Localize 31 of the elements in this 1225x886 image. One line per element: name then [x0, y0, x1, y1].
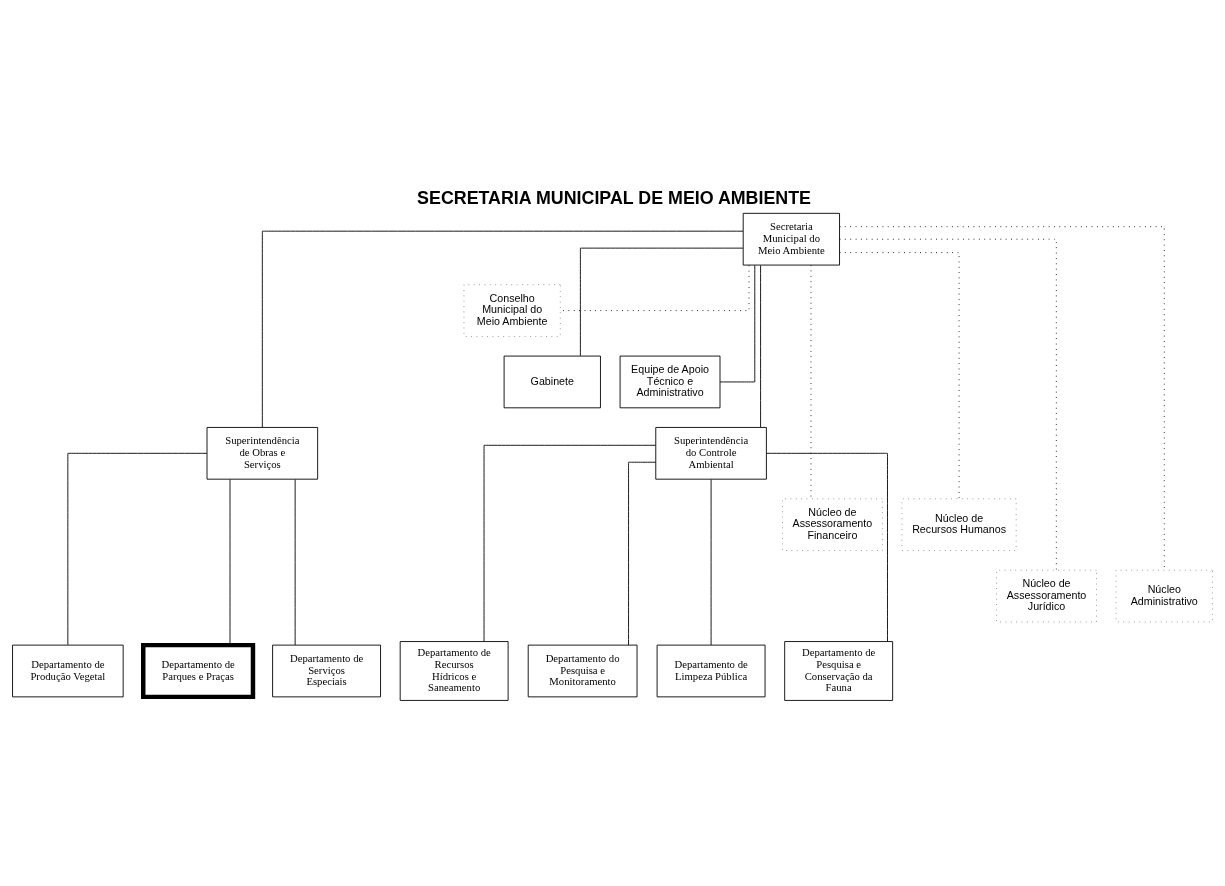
connector	[628, 461, 657, 645]
connector	[839, 225, 1165, 571]
node-box: Núcleo de Assessoramento Jurídico	[996, 569, 1097, 622]
node-box: Departamento de Parques e Praças	[141, 642, 256, 699]
connector	[579, 247, 744, 356]
connector	[839, 238, 1057, 571]
node-box: Secretaria Municipal do Meio Ambiente	[742, 212, 840, 266]
node-box: Superintendência do Controle Ambiental	[655, 426, 767, 480]
node-box: Departamento de Produção Vegetal	[12, 644, 124, 697]
connector	[294, 478, 296, 645]
connector	[229, 478, 231, 645]
node-box: Gabinete	[503, 355, 601, 408]
connector	[261, 230, 744, 428]
node-box: Superintendência de Obras e Serviços	[206, 426, 319, 480]
diagram-title: SECRETARIA MUNICIPAL DE MEIO AMBIENTE	[417, 187, 812, 208]
connector	[483, 444, 656, 642]
node-box: Departamento de Pesquisa e Conservação da Fauna	[784, 640, 894, 701]
node-box: Conselho Municipal do Meio Ambiente	[463, 283, 561, 337]
node-box: Núcleo de Recursos Humanos	[901, 497, 1017, 551]
node-box: Departamento de Recursos Hídricos e Saneamento	[399, 640, 509, 701]
connector	[765, 452, 888, 642]
connector	[760, 264, 762, 428]
node-box: Departamento de Serviços Especiais	[272, 644, 381, 697]
connector	[67, 452, 208, 645]
node-box: Equipe de Apoio Técnico e Administrativo	[619, 355, 721, 408]
node-box: Departamento do Pesquisa e Monitoramento	[527, 644, 638, 697]
node-box: Departamento de Limpeza Pública	[656, 644, 766, 697]
connector	[710, 478, 712, 645]
node-box: Núcleo de Assessoramento Financeiro	[782, 497, 883, 551]
connector	[719, 264, 756, 382]
node-box: Núcleo Administrativo	[1115, 569, 1213, 622]
